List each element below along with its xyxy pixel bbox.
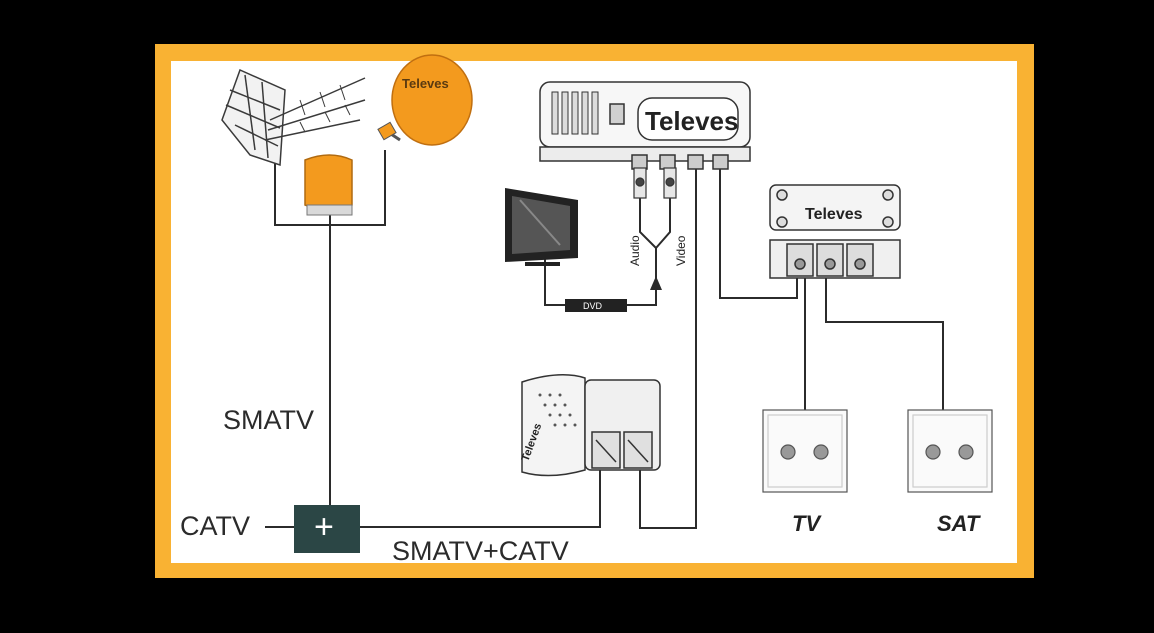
tv-label: TV <box>792 511 821 536</box>
cable-arrow <box>650 276 662 290</box>
combiner-plus-label: + <box>314 508 334 546</box>
smatv-label: SMATV <box>223 405 315 435</box>
audio-label: Audio <box>628 235 642 266</box>
video-label: Video <box>674 235 688 266</box>
svg-text:Televes: Televes <box>645 106 738 136</box>
smatv-catv-label: SMATV+CATV <box>392 536 569 566</box>
wall-outlet-icon <box>762 409 993 493</box>
satellite-dish-icon: Televes <box>377 54 473 146</box>
tv-screen-icon <box>505 188 578 266</box>
amplifier-icon <box>304 154 353 216</box>
dvd-cable-tag <box>565 299 627 312</box>
dvd-label: DVD <box>583 301 603 311</box>
combiner-box <box>294 505 360 553</box>
main-amplifier-icon: Televes <box>539 81 751 170</box>
sat-label: SAT <box>937 511 980 536</box>
terrestrial-antenna-icon <box>221 68 366 167</box>
svg-text:Televes: Televes <box>805 206 863 223</box>
rca-connectors <box>633 167 677 199</box>
catv-label: CATV <box>180 511 251 541</box>
distribution-amplifier-icon: Televes <box>520 374 661 477</box>
multiswitch-icon: Televes <box>769 184 901 279</box>
svg-text:Televes: Televes <box>402 76 449 91</box>
